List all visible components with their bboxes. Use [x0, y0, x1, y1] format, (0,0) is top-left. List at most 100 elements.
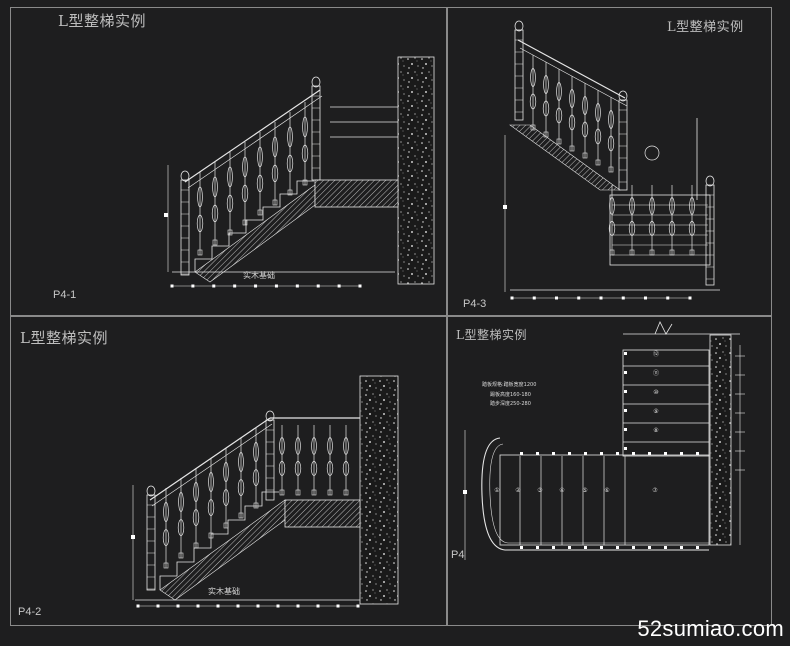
baluster-p4-3-lower	[688, 185, 696, 256]
newel-post-p4-1-top	[311, 76, 321, 181]
wall-p4-1	[397, 56, 435, 285]
baluster-p4-3	[555, 69, 563, 145]
dim-p4-3-tick	[555, 296, 558, 300]
baluster-p4-3	[529, 55, 537, 131]
lower-flight-plan	[499, 454, 710, 546]
stair-profile-p4-2	[159, 491, 279, 590]
plan-step-number: ②	[515, 487, 521, 494]
dim-mark-p4-2	[131, 535, 135, 539]
watermark: 52sumiao.com	[637, 616, 784, 641]
panel-code-p4-3: P4-3	[463, 298, 487, 310]
baluster-p4-2-upper	[326, 425, 334, 496]
handrail-p4-2-b	[151, 423, 273, 507]
baluster-p4-3	[607, 97, 615, 173]
plan-baluster-dot	[584, 546, 587, 549]
dim-p4-1-tick	[316, 284, 320, 288]
baluster-p4-3-lower	[608, 185, 616, 256]
plan-step-number: ①	[494, 487, 499, 494]
dim-p4-3-tick	[621, 296, 625, 300]
plan-note-3: 踏步深度250-280	[490, 401, 531, 407]
baluster-p4-3-lower	[668, 185, 676, 256]
plan-upper-step-number: ⑪	[653, 369, 659, 377]
dim-p4-3-tick	[510, 296, 514, 300]
panel-title-p4-3: L型整梯实例	[667, 20, 744, 35]
panel-frame-p4-1	[10, 7, 447, 316]
dim-p4-2-tick	[356, 604, 360, 608]
baluster-p4-1	[271, 122, 279, 206]
dim-p4-3-tick	[644, 296, 647, 300]
plan-baluster-dot	[616, 546, 619, 549]
plan-baluster-dot	[632, 546, 635, 549]
plan-baluster-dot	[648, 546, 651, 549]
plan-baluster-dot	[616, 452, 619, 455]
dim-p4-1-tick	[337, 284, 341, 288]
plan-baluster-dot	[624, 447, 627, 450]
newel-post-p4-2-top	[265, 410, 275, 501]
baluster-p4-2	[252, 428, 260, 509]
plan-baluster-dot	[568, 546, 571, 549]
baluster-p4-2-upper	[278, 425, 286, 496]
dim-p4-1-tick	[233, 284, 237, 288]
baluster-p4-2	[192, 468, 200, 549]
plan-handrail-inner	[489, 443, 709, 544]
landing-p4-1	[314, 179, 399, 208]
plan-baluster-dot	[696, 546, 699, 549]
handrail-p4-1	[184, 89, 321, 183]
plan-step-number: ⑥	[604, 487, 609, 494]
wall-plan	[709, 334, 732, 546]
plan-baluster-dot	[520, 546, 523, 549]
plan-baluster-dot	[584, 452, 587, 455]
stair-label-p4-2: 实木基础	[208, 587, 240, 596]
plan-baluster-dot	[624, 428, 627, 431]
dim-p4-1-tick	[274, 284, 278, 288]
dim-p4-2-tick	[296, 604, 300, 608]
landing-p4-2	[284, 499, 361, 528]
handrail-p4-3-b	[519, 47, 628, 107]
stair-label-p4-1: 实木基础	[243, 271, 275, 280]
baluster-p4-3	[542, 62, 550, 138]
dim-p4-2-tick	[276, 604, 280, 608]
panel-code-p4-2: P4-2	[18, 606, 42, 618]
panel-title-p4: L型整梯实例	[456, 328, 527, 342]
baluster-p4-2	[162, 488, 170, 569]
panel-frame-p4-2	[10, 316, 447, 626]
newel-post-p4-2	[146, 485, 156, 591]
panel-title-p4-2: L型整梯实例	[20, 329, 108, 347]
plan-upper-step-number: ⑩	[653, 389, 658, 396]
dim-p4-1-tick	[212, 284, 216, 288]
plan-baluster-dot	[624, 390, 627, 393]
handrail-p4-3	[517, 39, 626, 99]
plan-baluster-dot	[680, 546, 683, 549]
dim-p4-3-tick	[666, 296, 670, 300]
baluster-p4-3-lower	[628, 185, 636, 256]
handrail-p4-2	[149, 417, 271, 501]
wall-p4-2	[359, 375, 399, 605]
newel-post-p4-3-end	[705, 175, 715, 286]
baluster-p4-2	[222, 448, 230, 529]
baluster-p4-1	[211, 162, 219, 246]
dim-p4-2-tick	[236, 604, 240, 608]
plan-baluster-dot	[600, 546, 603, 549]
stair-stringer-p4-2	[159, 499, 286, 601]
plan-upper-step-number: ⑨	[653, 408, 658, 415]
plan-baluster-dot	[536, 546, 539, 549]
dim-p4-2-tick	[136, 604, 140, 608]
newel-post-p4-3	[514, 20, 524, 121]
detail-circle-p4-3	[644, 145, 660, 161]
dim-mark-p4-3	[503, 205, 507, 209]
panel-frame-p4-3	[447, 7, 772, 316]
plan-note-1: 踏板规格:踏板宽度1200	[482, 382, 537, 388]
baluster-p4-3	[568, 76, 576, 152]
plan-baluster-dot	[552, 546, 555, 549]
dim-p4-2-tick	[196, 604, 200, 608]
dim-p4-2-tick	[176, 604, 180, 608]
dim-p4-3-tick	[532, 296, 536, 300]
dim-p4-3-tick	[599, 296, 603, 300]
dim-p4-2-tick	[156, 604, 160, 608]
baluster-p4-3	[581, 83, 589, 159]
plan-dim-mark	[463, 490, 467, 494]
plan-baluster-dot	[680, 452, 683, 455]
baluster-p4-1	[301, 102, 309, 186]
dim-p4-2-tick	[336, 604, 340, 608]
baluster-p4-3	[594, 90, 602, 166]
